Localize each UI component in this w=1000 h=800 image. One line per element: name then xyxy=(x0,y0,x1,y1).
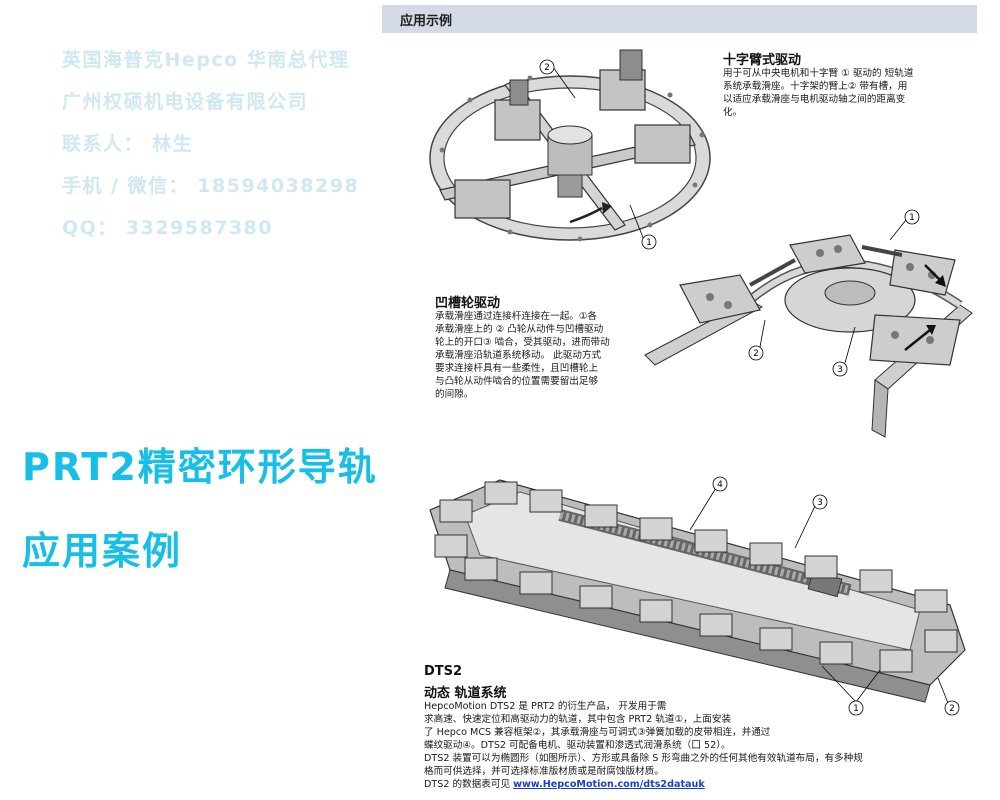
fig2-callout-1: 1 xyxy=(909,213,915,223)
slot-wheel-line: 轮上的开口③ 啮合，受其驱动，进而带动 xyxy=(435,337,610,348)
dts2-datasheet-prefix: DTS2 的数据表可见 xyxy=(424,779,514,790)
dts2-model: DTS2 xyxy=(424,664,463,679)
dts2-line: DTS2 装置可以为椭圆形（如图所示）、方形或具备除 S 形弯曲之外的任何其他有… xyxy=(424,753,863,764)
dts2-line: 格而可供选择，并可选择标准版材质或是耐腐蚀版材质。 xyxy=(424,766,664,777)
dts2-line: 求高速、快速定位和高驱动力的轨道，其中包含 PRT2 轨道①，上面安装 xyxy=(424,714,732,725)
slot-wheel-line: 与凸轮从动件啮合的位置需要留出足够 xyxy=(435,376,599,387)
slot-wheel-description: 承载滑座通过连接杆连接在一起。①各 承载滑座上的 ② 凸轮从动件与凹槽驱动 轮上… xyxy=(435,310,610,401)
overlay-contact-person: 联系人： 林生 xyxy=(62,133,194,155)
fig3-callout-2: 2 xyxy=(949,704,955,714)
fig3-callout-4: 4 xyxy=(717,480,723,490)
overlay-phone: 手机 / 微信： 18594038298 xyxy=(62,175,360,197)
overlay-distributor: 英国海普克Hepco 华南总代理 xyxy=(62,49,350,71)
fig3-callout-1: 1 xyxy=(853,704,859,714)
slot-wheel-line: 要求连接杆具有一些柔性，且凹槽轮上 xyxy=(435,363,599,374)
slot-wheel-line: 的间隙。 xyxy=(435,389,474,400)
cross-arm-line: 以适应承载滑座与电机驱动轴之间的距离变 xyxy=(723,94,906,105)
dts2-title: 动态 轨道系统 xyxy=(424,686,507,701)
slot-wheel-line: 承载滑座沿轨道系统移动。 此驱动方式 xyxy=(435,350,602,361)
cross-arm-drive-figure: 2 1 xyxy=(429,49,711,250)
slot-wheel-line: 承载滑座通过连接杆连接在一起。①各 xyxy=(435,311,598,322)
section-header-title: 应用示例 xyxy=(400,14,453,29)
overlay-qq: QQ： 3329587380 xyxy=(62,217,274,239)
cross-arm-line: 系统承载滑座。十字架的臂上② 带有槽，用 xyxy=(723,81,908,92)
dts2-description: HepcoMotion DTS2 是 PRT2 的衍生产品， 开发用于需 求高速… xyxy=(424,700,863,778)
fig2-callout-3: 3 xyxy=(837,365,843,375)
slot-wheel-line: 承载滑座上的 ② 凸轮从动件与凹槽驱动 xyxy=(435,324,604,335)
cross-arm-title: 十字臂式驱动 xyxy=(723,53,802,68)
slot-wheel-title: 凹槽轮驱动 xyxy=(435,296,501,311)
dts2-datasheet-link[interactable]: www.HepcoMotion.com/dts2datauk xyxy=(513,779,705,790)
fig2-callout-2: 2 xyxy=(753,349,759,359)
section-header: 应用示例 xyxy=(382,5,977,33)
dts2-line: HepcoMotion DTS2 是 PRT2 的衍生产品， 开发用于需 xyxy=(424,701,667,712)
cross-arm-line: 化。 xyxy=(723,107,743,118)
dts2-line: 蝶纹驱动④。DTS2 可配备电机、驱动装置和渗透式润滑系统（囗 52）。 xyxy=(424,740,731,751)
dts2-system-figure: 4 3 2 1 xyxy=(429,476,966,716)
cross-arm-line: 用于可从中央电机和十字臂 ① 驱动的 短轨道 xyxy=(723,68,914,79)
fig3-callout-3: 3 xyxy=(817,498,823,508)
overlay-subheadline: 应用案例 xyxy=(22,529,183,573)
dts2-line: 了 Hepco MCS 兼容框架②，其承载滑座与可调式③弹簧加载的皮带相连，并通… xyxy=(424,727,771,738)
cross-arm-description: 用于可从中央电机和十字臂 ① 驱动的 短轨道 系统承载滑座。十字架的臂上② 带有… xyxy=(723,67,913,119)
dts2-datasheet: DTS2 的数据表可见 www.HepcoMotion.com/dts2data… xyxy=(424,778,705,791)
fig1-callout-2: 2 xyxy=(544,63,550,73)
fig1-callout-1: 1 xyxy=(646,238,652,248)
overlay-headline: PRT2精密环形导轨 xyxy=(22,445,378,489)
slot-wheel-drive-figure: 1 2 3 xyxy=(644,209,973,438)
overlay-company: 广州权硕机电设备有限公司 xyxy=(62,91,309,113)
